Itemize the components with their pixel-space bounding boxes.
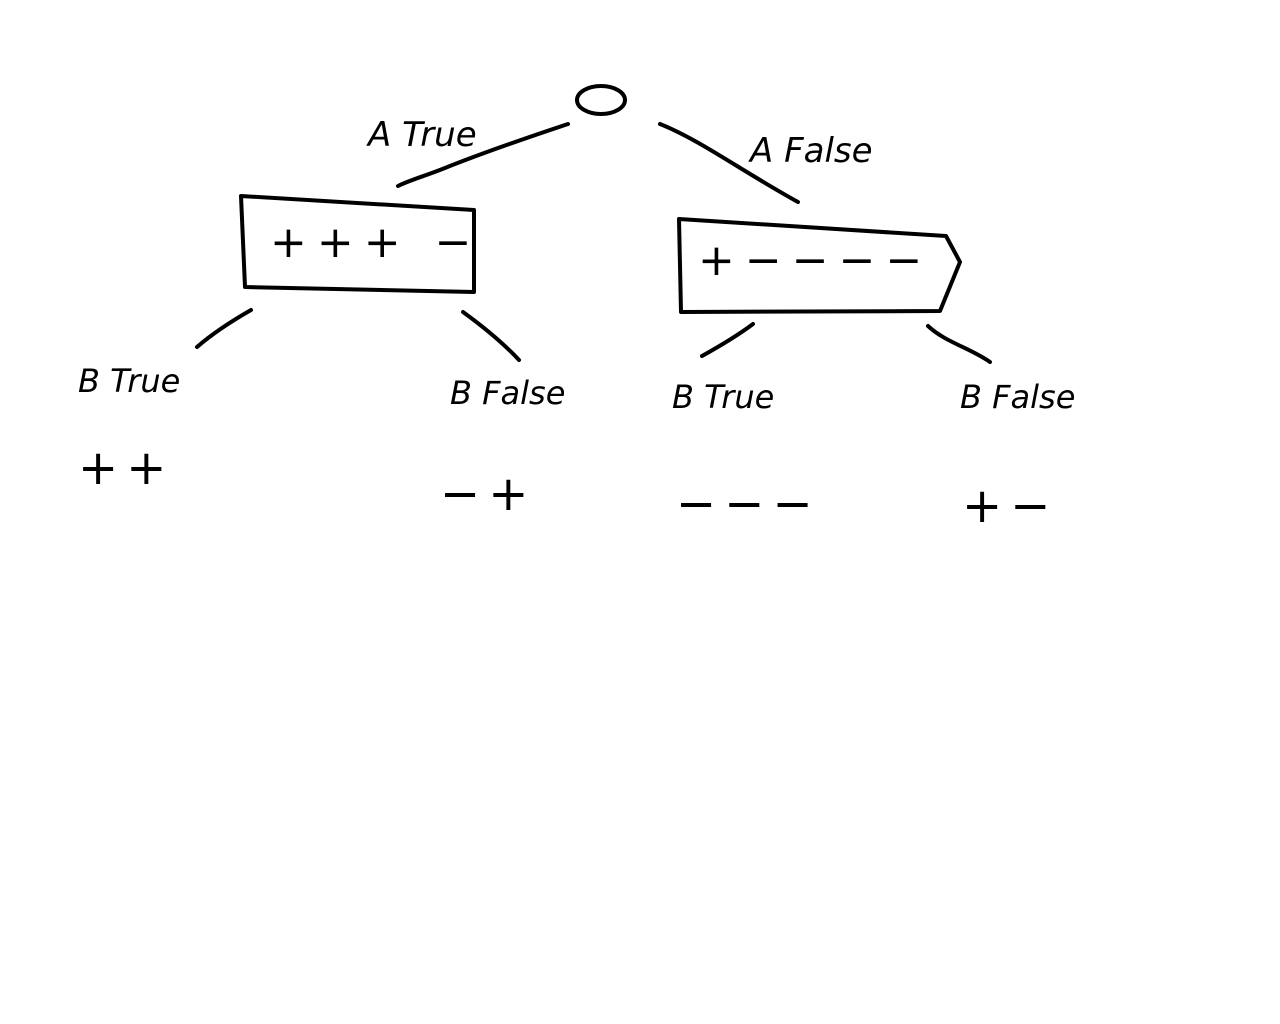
edge-label-a-true: A True — [366, 115, 477, 155]
branch-label-left-bfalse: B False — [450, 374, 565, 412]
leaf-right-bfalse: +− — [962, 478, 1058, 534]
edge-right-bfalse — [926, 324, 992, 364]
branch-label-left-btrue: B True — [78, 362, 180, 400]
branch-label-right-bfalse: B False — [960, 378, 1075, 416]
left-node-box — [239, 194, 476, 294]
right-node-box — [677, 217, 962, 314]
edge-root-right — [658, 122, 800, 204]
edge-label-a-false: A False — [748, 131, 873, 171]
root-node — [575, 84, 627, 116]
edge-root-left — [396, 122, 570, 188]
left-node-content: +++ − — [270, 217, 481, 268]
right-node-content: +−−−− — [698, 235, 932, 286]
leaf-right-btrue: −−− — [676, 476, 821, 532]
edge-left-btrue — [195, 308, 253, 349]
edge-right-btrue — [700, 322, 755, 358]
leaf-left-bfalse: −+ — [440, 466, 536, 522]
leaf-left-btrue: ++ — [78, 440, 174, 496]
branch-label-right-btrue: B True — [672, 378, 774, 416]
edge-left-bfalse — [461, 310, 521, 362]
